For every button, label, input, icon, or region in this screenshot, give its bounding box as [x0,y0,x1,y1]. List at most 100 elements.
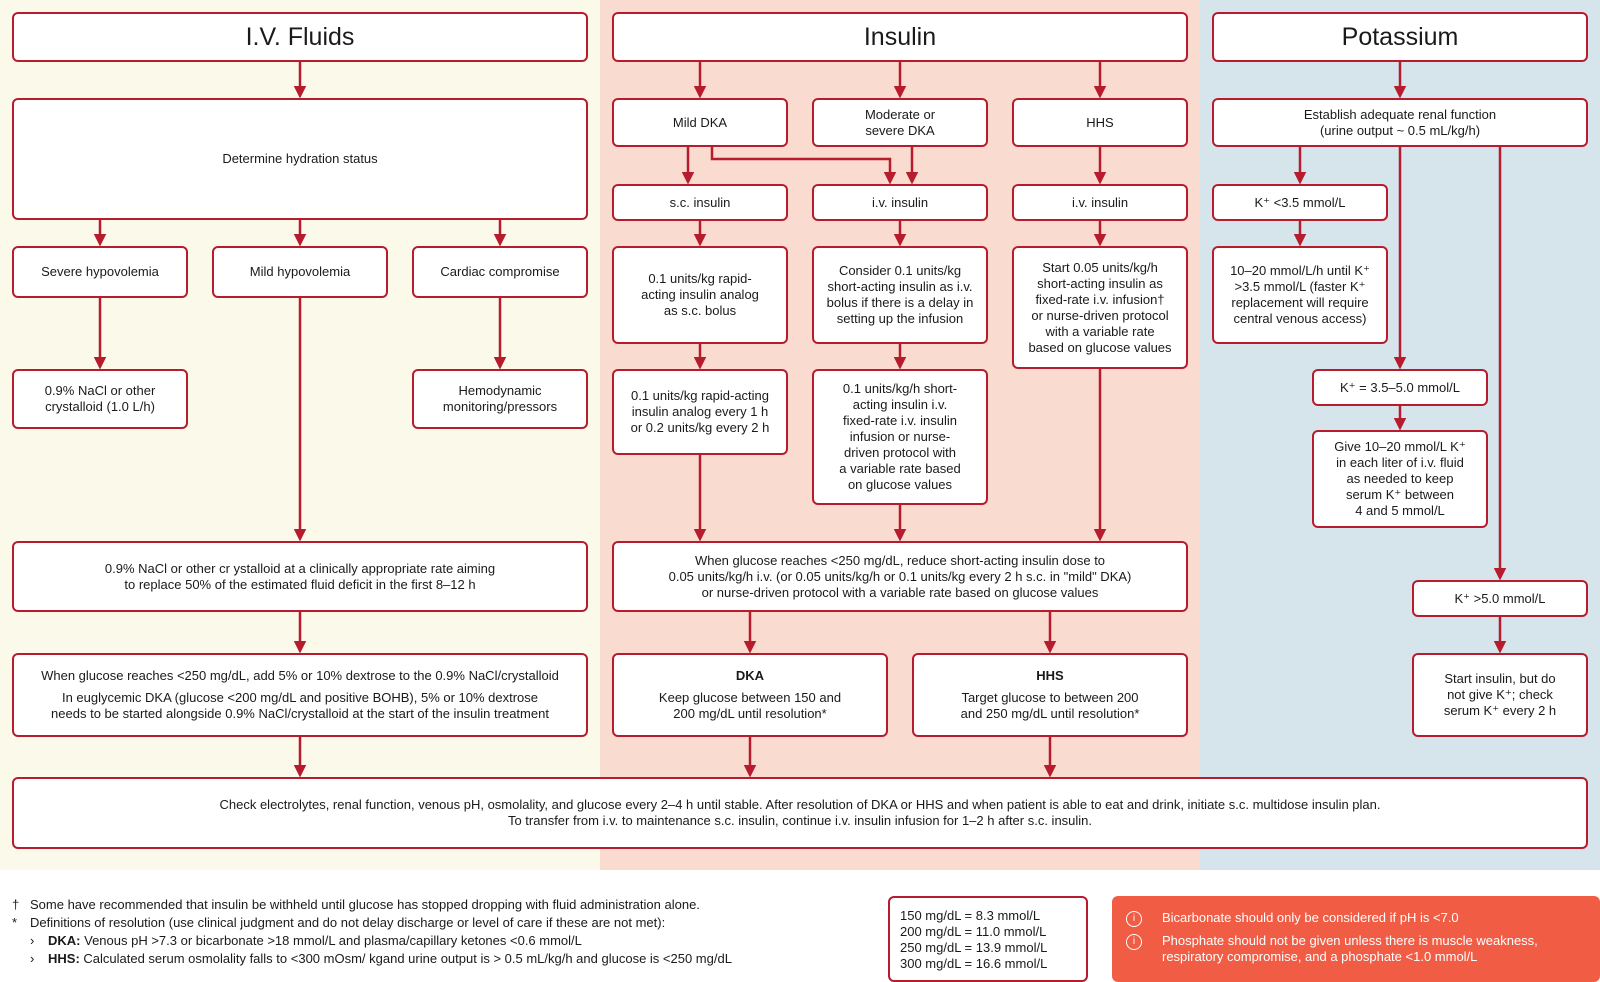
dka-label: DKA: [48,933,81,948]
dka-target-line: Keep glucose between 150 and [658,690,842,705]
sc-repeat-box: 0.1 units/kg rapid-acting insulin analog… [612,369,788,455]
fluid-rate-box: 0.9% NaCl or other cr ystalloid at a cli… [12,541,588,612]
iv-bolus-line: Consider 0.1 units/kg [838,263,962,278]
moderate-line: Moderate or [864,106,936,122]
iv-infusion-line: infusion or nurse- [849,429,951,444]
k-high-action-box: Start insulin, but do not give K⁺; check… [1412,653,1588,737]
hhs-target-line: Target glucose to between 200 [961,690,1139,705]
conversion-line: 150 mg/dL = 8.3 mmol/L [900,908,1041,923]
severe-hypovolemia-box: Severe hypovolemia [12,246,188,298]
dka-target-box: DKA Keep glucose between 150 and 200 mg/… [612,653,888,737]
monitoring-box: Check electrolytes, renal function, veno… [12,777,1588,849]
mild-hypovolemia-box: Mild hypovolemia [212,246,388,298]
k-low-action-line: 10–20 mmol/L/h until K⁺ [1230,263,1370,278]
iv-fluids-header: I.V. Fluids [12,12,588,62]
iv-bolus-line: setting up the infusion [836,311,964,326]
k-high-action-line: Start insulin, but do [1444,671,1556,686]
k-low-action-line: >3.5 mmol/L (faster K⁺ [1234,279,1366,294]
bullet-icon: › [30,951,35,966]
hhs-start-line: short-acting insulin as [1037,275,1163,291]
reduce-line: or nurse-driven protocol with a variable… [701,584,1099,600]
info-icon: i [1126,911,1142,927]
glucose-conversion-box: 150 mg/dL = 8.3 mmol/L 200 mg/dL = 11.0 … [888,896,1088,982]
fluid-rate-line: 0.9% NaCl or other cr ystalloid at a cli… [104,560,496,576]
k-low-action-line: central venous access) [1233,311,1367,326]
moderate-severe-dka-box: Moderate or severe DKA [812,98,988,147]
sc-bolus-box: 0.1 units/kg rapid- acting insulin analo… [612,246,788,344]
iv-infusion-line: on glucose values [847,477,953,492]
sc-bolus-line: as s.c. bolus [663,303,737,318]
potassium-header: Potassium [1212,12,1588,62]
k-high-box: K⁺ >5.0 mmol/L [1412,580,1588,617]
dextrose-line: In euglycemic DKA (glucose <200 mg/dL an… [61,690,539,705]
renal-function-box: Establish adequate renal function (urine… [1212,98,1588,147]
iv-infusion-line: a variable rate based [839,461,961,476]
sc-insulin-box: s.c. insulin [612,184,788,221]
k-normal-action-box: Give 10–20 mmol/L K⁺ in each liter of i.… [1312,430,1488,528]
hhs-start-box: Start 0.05 units/kg/h short-acting insul… [1012,246,1188,369]
conversion-line: 300 mg/dL = 16.6 mmol/L [900,956,1048,971]
resolution-footnote: * Definitions of resolution (use clinical… [12,914,872,932]
dka-resolution: › DKA: Venous pH >7.3 or bicarbonate >18 … [12,932,872,950]
k-low-box: K⁺ <3.5 mmol/L [1212,184,1388,221]
dextrose-line: When glucose reaches <250 mg/dL, add 5% … [41,668,559,683]
k-low-action-box: 10–20 mmol/L/h until K⁺ >3.5 mmol/L (fas… [1212,246,1388,344]
nacl-bolus-line: 0.9% NaCl or other [44,383,156,398]
insulin-header: Insulin [612,12,1188,62]
hemodynamic-line: Hemodynamic [458,383,542,398]
k-normal-action-line: Give 10–20 mmol/L K⁺ [1334,439,1466,454]
moderate-line: severe DKA [865,122,935,138]
reduce-line: When glucose reaches <250 mg/dL, reduce … [694,552,1106,568]
iv-infusion-box: 0.1 units/kg/h short- acting insulin i.v… [812,369,988,505]
bicarbonate-warning-text: Bicarbonate should only be considered if… [1162,910,1459,925]
dextrose-line: needs to be started alongside 0.9% NaCl/… [51,706,549,721]
k-normal-box: K⁺ = 3.5–5.0 mmol/L [1312,369,1488,406]
reduce-insulin-box: When glucose reaches <250 mg/dL, reduce … [612,541,1188,612]
phosphate-warning: i Phosphate should not be given unless t… [1126,933,1586,965]
iv-bolus-line: short-acting insulin as i.v. [827,279,973,294]
hemodynamic-monitoring-box: Hemodynamic monitoring/pressors [412,369,588,429]
dagger-text: Some have recommended that insulin be wi… [30,897,700,912]
info-icon: i [1126,934,1142,950]
hhs-resolution: › HHS: Calculated serum osmolality falls … [12,950,872,968]
monitoring-line: To transfer from i.v. to maintenance s.c… [507,813,1093,828]
hhs-start-line: based on glucose values [1028,339,1172,355]
cardiac-compromise-box: Cardiac compromise [412,246,588,298]
k-normal-action-line: serum K⁺ between [1345,487,1455,502]
dka-resolution-text: Venous pH >7.3 or bicarbonate >18 mmol/L… [80,933,582,948]
dagger-mark: † [12,897,20,912]
star-mark: * [12,915,18,930]
k-normal-action-line: in each liter of i.v. fluid [1336,455,1464,470]
bullet-icon: › [30,933,35,948]
sc-repeat-line: insulin analog every 1 h [631,404,769,419]
hhs-label: HHS: [48,951,80,966]
k-high-action-line: not give K⁺; check [1447,687,1553,702]
iv-infusion-line: driven protocol with [844,445,956,460]
hhs-iv-insulin-box: i.v. insulin [1012,184,1188,221]
flow-arrows [93,62,1507,778]
star-text: Definitions of resolution (use clinical … [30,915,666,930]
footnotes: † Some have recommended that insulin be w… [12,896,872,968]
bicarbonate-warning: i Bicarbonate should only be considered … [1126,910,1586,927]
nacl-bolus-box: 0.9% NaCl or other crystalloid (1.0 L/h) [12,369,188,429]
iv-insulin-box: i.v. insulin [812,184,988,221]
dka-target-line: 200 mg/dL until resolution* [673,706,827,721]
k-low-action-line: replacement will require [1231,295,1369,310]
k-normal-action-line: 4 and 5 mmol/L [1355,503,1445,518]
warning-box: i Bicarbonate should only be considered … [1112,896,1600,982]
hhs-start-line: or nurse-driven protocol [1031,307,1169,323]
hhs-target-title: HHS [1036,668,1064,683]
hemodynamic-line: monitoring/pressors [442,399,558,414]
k-high-action-line: serum K⁺ every 2 h [1443,703,1557,718]
hhs-target-line: and 250 mg/dL until resolution* [960,706,1140,721]
dagger-footnote: † Some have recommended that insulin be w… [12,896,872,914]
hhs-start-line: fixed-rate i.v. infusion† [1035,291,1165,307]
iv-infusion-line: fixed-rate i.v. insulin [843,413,957,428]
fluid-rate-line: to replace 50% of the estimated fluid de… [124,576,476,592]
sc-bolus-line: 0.1 units/kg rapid- [648,271,752,286]
conversion-line: 200 mg/dL = 11.0 mmol/L [900,924,1047,939]
iv-bolus-line: bolus if there is a delay in [826,295,974,310]
hhs-resolution-text: Calculated serum osmolality falls to <30… [79,951,732,966]
sc-repeat-line: or 0.2 units/kg every 2 h [630,420,770,435]
sc-repeat-line: 0.1 units/kg rapid-acting [630,388,770,403]
